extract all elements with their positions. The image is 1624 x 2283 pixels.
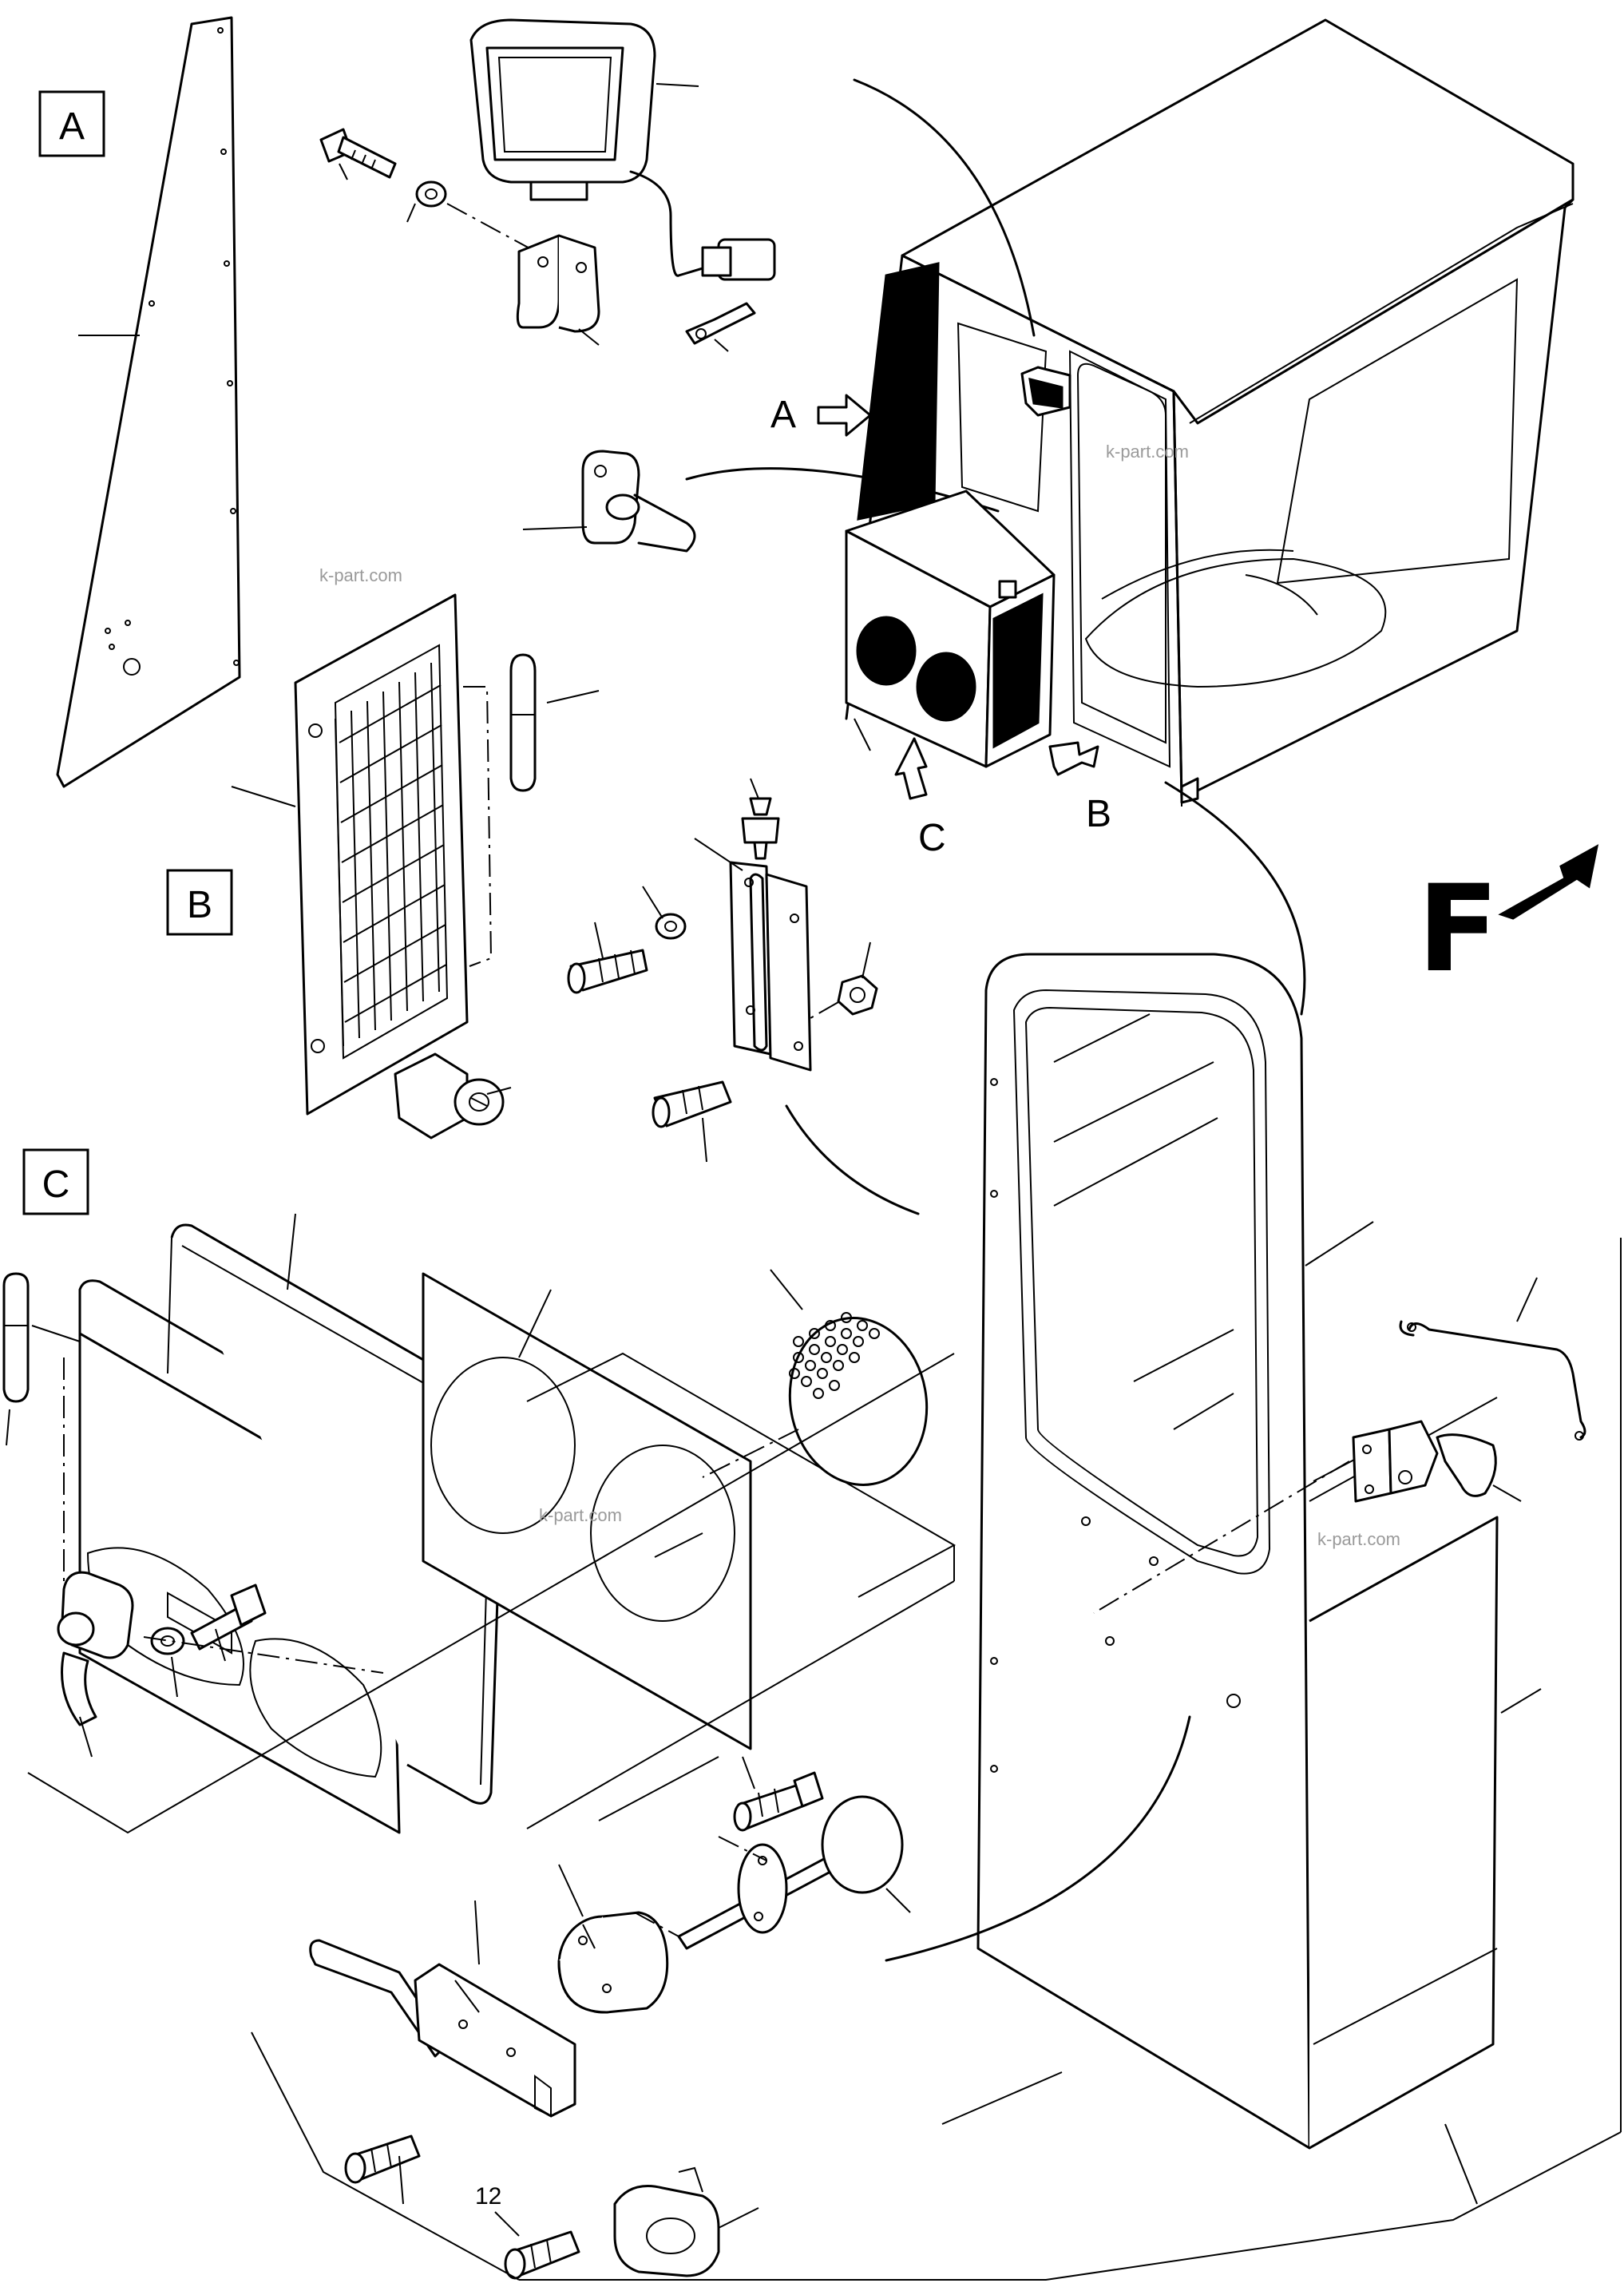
svg-text:A: A xyxy=(770,394,796,436)
svg-text:12: 12 xyxy=(475,2183,501,2210)
hinge-screw-lower xyxy=(652,1080,732,1163)
screw-item-12: 12 xyxy=(475,2183,580,2280)
watermark: k-part.com xyxy=(539,1505,622,1525)
leader-curve-door xyxy=(1164,781,1306,1016)
lamp-bolt xyxy=(319,128,544,256)
hinge-pin xyxy=(509,653,600,792)
hinge-screw-upper xyxy=(567,886,687,994)
door-pull-handle xyxy=(309,1900,576,2118)
svg-text:A: A xyxy=(59,105,85,148)
lamp-bracket xyxy=(516,234,600,346)
detail-c-label: C xyxy=(22,1148,89,1215)
hinge-nut xyxy=(810,941,878,1019)
work-lamp xyxy=(469,18,776,281)
handle-spindle xyxy=(634,1795,911,1950)
door-handle-bar xyxy=(1399,1277,1586,1441)
forward-direction: F xyxy=(1417,844,1599,999)
leader-curve-lamp xyxy=(853,78,1036,337)
grille-lock xyxy=(394,1052,512,1140)
side-panel xyxy=(56,16,241,788)
door-hinge xyxy=(729,861,812,1072)
svg-text:C: C xyxy=(42,1163,70,1206)
lock-cylinder xyxy=(557,1864,669,2014)
door-striker xyxy=(613,2166,759,2277)
watermark: k-part.com xyxy=(1317,1529,1400,1549)
grease-nipple xyxy=(694,778,780,871)
cab-control-box xyxy=(845,489,1056,768)
forward-arrow-icon xyxy=(1498,844,1599,920)
handle-screw-top xyxy=(718,1756,824,1861)
c-latch xyxy=(57,1571,384,1758)
detail-b-label: B xyxy=(166,869,233,936)
c-hinge-pin xyxy=(2,1272,30,1446)
assembly-outlines xyxy=(27,1221,1622,2281)
detail-a-label: A xyxy=(38,90,105,157)
svg-text:B: B xyxy=(1086,793,1111,835)
grille-plate xyxy=(231,593,493,1116)
cab-arrow-c: C xyxy=(894,737,946,859)
handle-screw-bottom xyxy=(344,2134,421,2205)
c-perforated-disc xyxy=(702,1269,929,1486)
cab-arrow-a: A xyxy=(770,394,872,437)
svg-text:B: B xyxy=(187,884,212,926)
watermark: k-part.com xyxy=(1106,442,1189,462)
svg-text:F: F xyxy=(1417,860,1499,999)
svg-text:C: C xyxy=(918,817,946,859)
grab-hook xyxy=(522,450,1000,553)
c-mounting-plate xyxy=(422,1272,752,1750)
cab-door xyxy=(885,953,1542,2150)
leader-curve-hinge xyxy=(785,1104,920,1215)
watermark: k-part.com xyxy=(319,565,402,585)
cab-arrow-b: B xyxy=(1048,741,1111,835)
door-lock xyxy=(1093,1420,1522,1614)
cab-body xyxy=(845,18,1574,807)
cable-clip xyxy=(685,302,756,352)
